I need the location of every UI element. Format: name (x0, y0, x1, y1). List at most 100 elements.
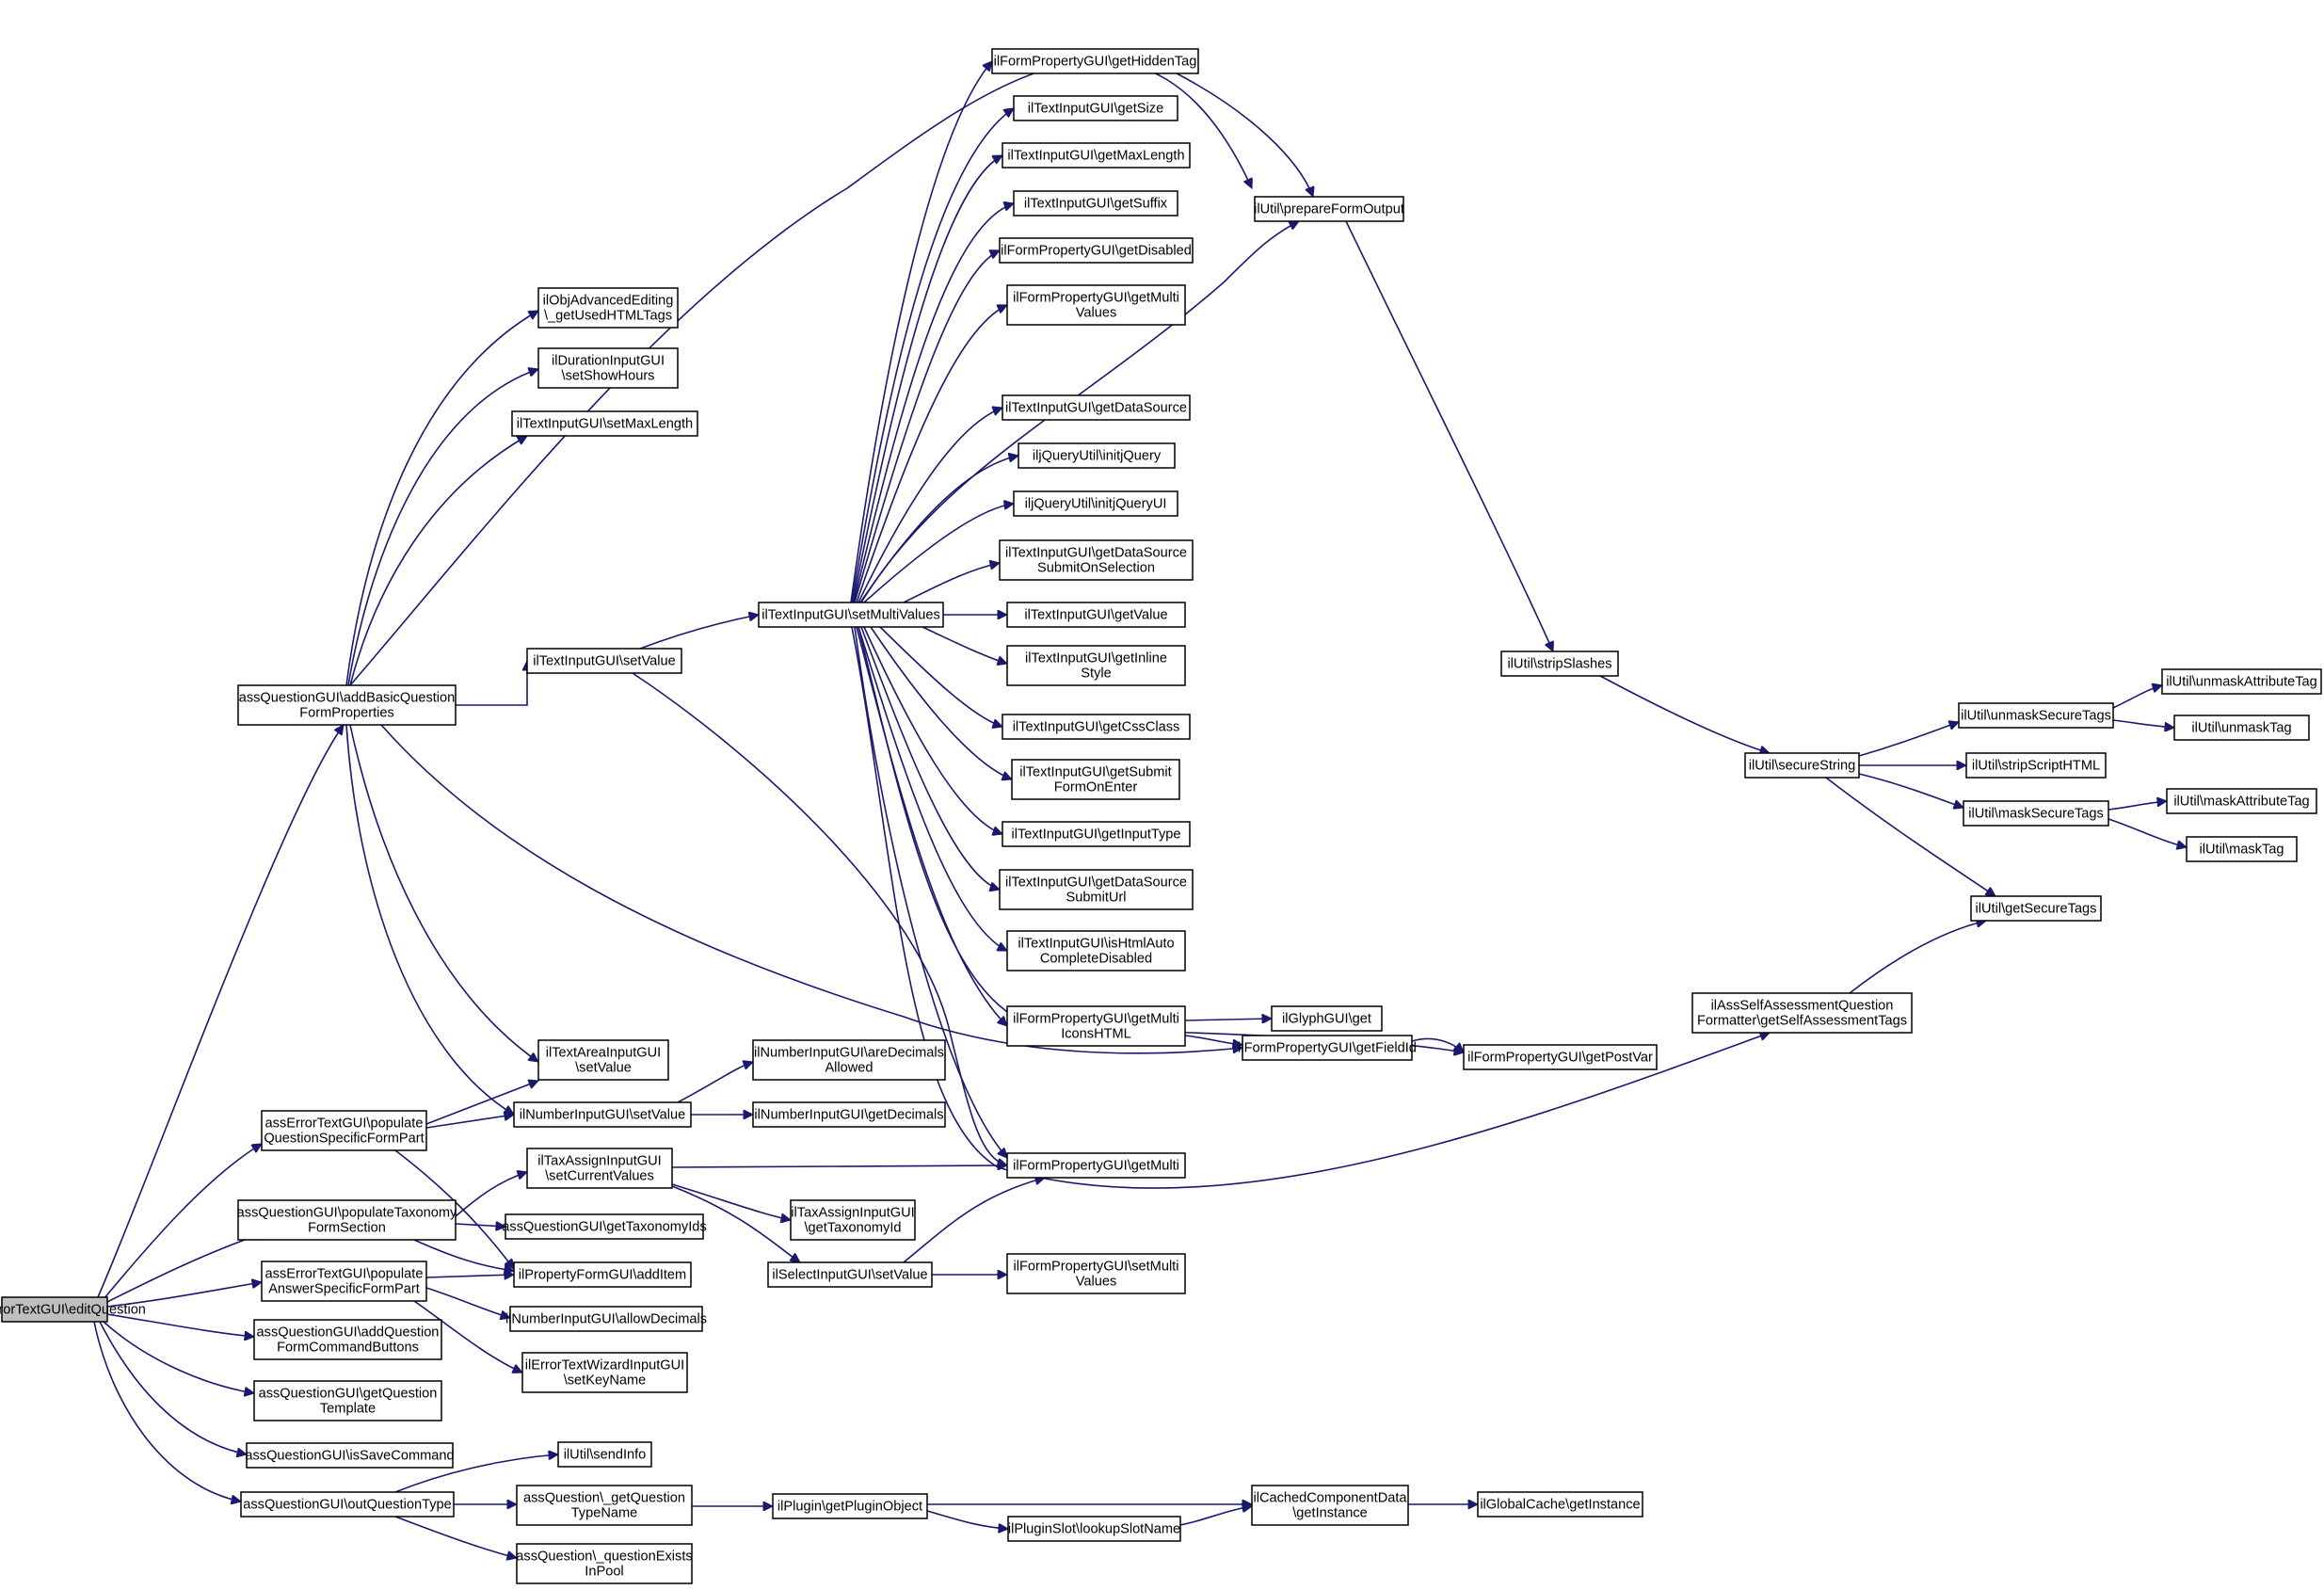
node-label-line: ilTextAreaInputGUI (546, 1046, 661, 1061)
node-box (1477, 1491, 1643, 1518)
node-ilformpropertygui-getpostvar[interactable]: ilFormPropertyGUI\getPostVar (1463, 1044, 1658, 1070)
node-iljqueryutil-initjqueryui[interactable]: iljQueryUtil\initjQueryUI (1013, 490, 1178, 517)
edge-iltaxassigninputgui-setcurrentvalues-to-ilselectinputgui-setvalue (671, 1185, 800, 1263)
node-ilutil-prepareformoutput[interactable]: ilUtil\prepareFormOutput (1254, 196, 1404, 222)
edge-asserrortextgui-editquestion-to-asserrortextgui-populatequestionspecificformpart (103, 1143, 262, 1300)
node-asserrortextgui-populateanswerspecificformpart[interactable]: assErrorTextGUI\populateAnswerSpecificFo… (261, 1261, 427, 1302)
edge-assquestiongui-outquestiontype-to-assquestion-questionexistsinpool (394, 1516, 517, 1558)
node-label-line: ilTextInputGUI\setValue (533, 654, 675, 669)
node-ilpluginslot-lookupslotname[interactable]: ilPluginSlot\lookupSlotName (1007, 1516, 1181, 1542)
node-ilutil-unmaskattributetag[interactable]: ilUtil\unmaskAttributeTag (2161, 668, 2322, 695)
node-iltextinputgui-setmultivalues[interactable]: ilTextInputGUI\setMultiValues (758, 602, 944, 628)
node-ilerrortextwizardinputgui-setkeyname[interactable]: ilErrorTextWizardInputGUI\setKeyName (521, 1352, 688, 1393)
node-label-line: ilUtil\secureString (1749, 759, 1856, 774)
node-ildurationinputgui-setshowhours[interactable]: ilDurationInputGUI\setShowHours (537, 347, 679, 389)
edge-ilutil-unmasksecuretags-to-ilutil-unmaskattributetag (2112, 685, 2162, 709)
node-label-line: ilUtil\stripSlashes (1507, 657, 1611, 672)
edge-ilformpropertygui-getfieldid-to-ilformpropertygui-getpostvar (1411, 1037, 1464, 1052)
node-label-line: ilNumberInputGUI\getDecimals (754, 1108, 943, 1123)
node-ilutil-masksecuretags[interactable]: ilUtil\maskSecureTags (1963, 800, 2109, 827)
node-ilutil-securestring[interactable]: ilUtil\secureString (1744, 752, 1860, 779)
node-ilassselfassessmentquestionformatter-getselfassessmenttags[interactable]: ilAssSelfAssessmentQuestionFormatter\get… (1691, 992, 1913, 1034)
node-box (516, 1485, 693, 1526)
node-ilformpropertygui-getfieldid[interactable]: ilFormPropertyGUI\getFieldId (1238, 1035, 1417, 1061)
node-ilformpropertygui-getmulti[interactable]: ilFormPropertyGUI\getMulti (1006, 1152, 1186, 1179)
node-ilnumberinputgui-getdecimals[interactable]: ilNumberInputGUI\getDecimals (752, 1101, 946, 1128)
node-assquestiongui-outquestiontype[interactable]: assQuestionGUI\outQuestionType (240, 1491, 455, 1518)
node-ilselectinputgui-setvalue[interactable]: ilSelectInputGUI\setValue (767, 1261, 933, 1288)
node-ilpropertyformgui-additem[interactable]: ilPropertyFormGUI\addItem (513, 1261, 692, 1288)
node-ilutil-maskattributetag[interactable]: ilUtil\maskAttributeTag (2166, 788, 2317, 814)
node-iltaxassigninputgui-setcurrentvalues[interactable]: ilTaxAssignInputGUI\setCurrentValues (526, 1148, 673, 1189)
node-iltextinputgui-getmaxlength[interactable]: ilTextInputGUI\getMaxLength (1002, 142, 1191, 169)
edge-iltextinputgui-setmultivalues-to-ilassselfassessmentquestionformatter-getselfassessmenttags (851, 626, 1770, 1189)
node-iltextinputgui-getsize[interactable]: ilTextInputGUI\getSize (1013, 95, 1178, 121)
node-label-line: assQuestionGUI\getQuestion (259, 1387, 438, 1402)
node-ilnumberinputgui-allowdecimals[interactable]: ilNumberInputGUI\allowDecimals (505, 1306, 707, 1332)
node-label-line: ilUtil\maskAttributeTag (2173, 795, 2309, 810)
node-iltextareainputgui-setvalue[interactable]: ilTextAreaInputGUI\setValue (537, 1039, 669, 1081)
edge-assquestiongui-addbasicquestionformproperties-to-iltextinputgui-setvalue (456, 661, 527, 706)
node-asserrortextgui-populatequestionspecificformpart[interactable]: assErrorTextGUI\populateQuestionSpecific… (261, 1110, 427, 1151)
node-ilutil-unmasksecuretags[interactable]: ilUtil\unmaskSecureTags (1958, 702, 2114, 729)
node-label-line: ilCachedComponentData (1253, 1491, 1407, 1506)
node-ilnumberinputgui-setvalue[interactable]: ilNumberInputGUI\setValue (513, 1101, 692, 1128)
node-ilobjadvancedediting-getusedhtmltags[interactable]: ilObjAdvancedEditing\_getUsedHTMLTags (537, 287, 679, 329)
node-ilutil-masktag[interactable]: ilUtil\maskTag (2186, 836, 2298, 862)
edge-iltextinputgui-setmultivalues-to-iltextinputgui-getcssclass (879, 626, 1002, 727)
edge-asserrortextgui-editquestion-to-assquestiongui-issavecommand (99, 1321, 247, 1454)
node-box (1006, 645, 1186, 686)
node-iltextinputgui-ishtmlautocompletedisabled[interactable]: ilTextInputGUI\isHtmlAutoCompleteDisable… (1006, 930, 1186, 972)
node-asserrortextgui-editquestion[interactable]: assErrorTextGUI\editQuestion (0, 1296, 146, 1323)
node-ilformpropertygui-gethiddentag[interactable]: ilFormPropertyGUI\getHiddenTag (991, 48, 1199, 74)
node-label-line: \setKeyName (564, 1373, 647, 1389)
node-ilcachedcomponentdata-getinstance[interactable]: ilCachedComponentData\getInstance (1251, 1485, 1409, 1526)
node-assquestiongui-gettaxonomyids[interactable]: assQuestionGUI\getTaxonomyIds (502, 1213, 707, 1240)
node-label-line: \setValue (575, 1061, 632, 1076)
node-iltextinputgui-getdatasource[interactable]: ilTextInputGUI\getDataSource (1002, 394, 1191, 421)
node-iltextinputgui-getvalue[interactable]: ilTextInputGUI\getValue (1006, 602, 1186, 628)
edge-asserrortextgui-populatequestionspecificformpart-to-iltextareainputgui-setvalue (425, 1081, 538, 1125)
node-iltextinputgui-setmaxlength[interactable]: ilTextInputGUI\setMaxLength (511, 410, 698, 437)
node-ilutil-stripscripthtml[interactable]: ilUtil\stripScriptHTML (1965, 752, 2107, 779)
node-label-line: ilNumberInputGUI\allowDecimals (505, 1312, 707, 1327)
node-label-line: IconsHTML (1061, 1027, 1131, 1042)
node-label-line: FormCommandButtons (277, 1341, 419, 1356)
node-ilplugin-getpluginobject[interactable]: ilPlugin\getPluginObject (772, 1493, 928, 1519)
node-iltextinputgui-setvalue[interactable]: ilTextInputGUI\setValue (526, 648, 682, 674)
node-iltextinputgui-getdatasourcesubmitonselection[interactable]: ilTextInputGUI\getDataSourceSubmitOnSele… (999, 539, 1194, 581)
node-iltextinputgui-getcssclass[interactable]: ilTextInputGUI\getCssClass (1002, 714, 1191, 740)
node-ilutil-sendinfo[interactable]: ilUtil\sendInfo (557, 1441, 652, 1468)
node-iltextinputgui-getsuffix[interactable]: ilTextInputGUI\getSuffix (1013, 190, 1178, 217)
node-ilformpropertygui-setmultivalues[interactable]: ilFormPropertyGUI\setMultiValues (1006, 1253, 1186, 1294)
node-label-line: ilGlobalCache\getInstance (1480, 1498, 1640, 1513)
node-label-line: FormOnEnter (1054, 780, 1138, 795)
node-ilglobalcache-getinstance[interactable]: ilGlobalCache\getInstance (1477, 1491, 1643, 1518)
node-ilformpropertygui-getdisabled[interactable]: ilFormPropertyGUI\getDisabled (999, 237, 1194, 264)
node-box (521, 1352, 688, 1393)
node-label-line: ilGlyphGUI\get (1282, 1012, 1371, 1027)
node-ilutil-unmasktag[interactable]: ilUtil\unmaskTag (2173, 715, 2310, 741)
node-ilglyphgui-get[interactable]: ilGlyphGUI\get (1271, 1005, 1383, 1032)
node-box (509, 1306, 703, 1332)
edge-ilutil-unmasksecuretags-to-ilutil-unmasktag (2112, 719, 2174, 728)
node-assquestiongui-addquestionformcommandbuttons[interactable]: assQuestionGUI\addQuestionFormCommandBut… (253, 1319, 442, 1360)
node-iltextinputgui-getinputtype[interactable]: ilTextInputGUI\getInputType (1002, 821, 1191, 847)
edge-iltextinputgui-setmultivalues-to-iltextinputgui-getsuffix (853, 203, 1014, 603)
node-ilutil-stripslashes[interactable]: ilUtil\stripSlashes (1500, 650, 1619, 677)
node-iljqueryutil-initjquery[interactable]: iljQueryUtil\initjQuery (1018, 442, 1176, 469)
node-assquestiongui-populatetaxonomyformsection[interactable]: assQuestionGUI\populateTaxonomyFormSecti… (237, 1199, 457, 1241)
node-assquestiongui-addbasicquestionformproperties[interactable]: assQuestionGUI\addBasicQuestionFormPrope… (237, 684, 457, 726)
node-assquestiongui-issavecommand[interactable]: assQuestionGUI\isSaveCommand (245, 1442, 455, 1469)
node-ilutil-getsecuretags[interactable]: ilUtil\getSecureTags (1970, 895, 2102, 922)
node-iltaxassigninputgui-gettaxonomyid[interactable]: ilTaxAssignInputGUI\getTaxonomyId (790, 1199, 916, 1241)
